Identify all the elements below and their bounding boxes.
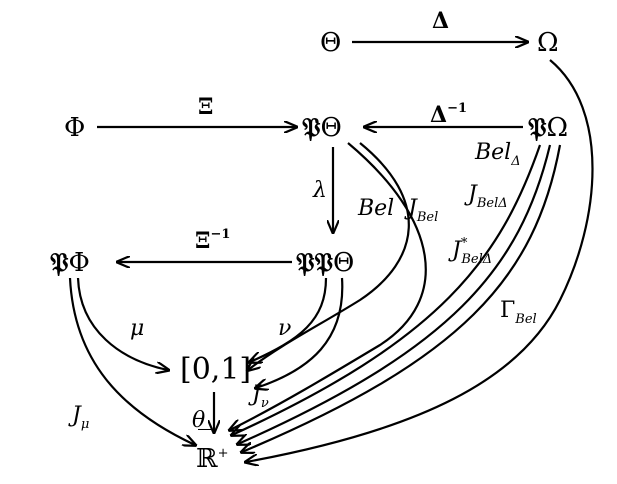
j-mu-base: J xyxy=(72,403,81,428)
node-unit-interval: [0,1] xyxy=(180,352,252,387)
power-omega-base: Ω xyxy=(546,113,569,143)
reals-plus: + xyxy=(217,446,229,461)
label-j-bel: JBel xyxy=(408,196,438,225)
label-bel: Bel xyxy=(358,196,395,221)
gamma-bel-sub: Bel xyxy=(515,312,537,327)
arrow-j-star-bel-delta xyxy=(242,144,562,452)
node-phi: Φ xyxy=(64,113,86,143)
label-lambda: λ xyxy=(313,178,327,203)
arrow-gamma-bel xyxy=(246,59,594,462)
reals-symbol: ℝ xyxy=(196,444,218,474)
j-bel-delta-sub: BelΔ xyxy=(476,196,508,211)
xi-inverse-exp: −1 xyxy=(210,227,231,242)
power-power-theta-base: Θ xyxy=(333,248,355,278)
delta-inverse-base: Δ xyxy=(430,102,448,128)
arrow-nu xyxy=(250,277,328,362)
j-bel-sub: Bel xyxy=(416,210,439,225)
bel-delta-sub: Δ xyxy=(511,154,521,169)
j-nu-sub: ν xyxy=(260,396,269,411)
node-power-phi: 𝔓Φ xyxy=(50,250,90,276)
label-delta: Δ xyxy=(432,8,450,34)
arrow-j-mu xyxy=(68,277,195,445)
node-power-omega: 𝔓Ω xyxy=(528,115,568,141)
j-star-sup: * xyxy=(460,236,468,251)
arrow-j-bel-delta xyxy=(238,144,552,444)
power-set-symbol: 𝔓 xyxy=(50,248,69,278)
power-power-set-symbol: 𝔓𝔓 xyxy=(296,248,334,278)
node-nonneg-reals: ‾ℝ+ xyxy=(196,428,229,474)
j-star-base: J xyxy=(452,238,461,263)
arrow-j-bel xyxy=(230,142,427,430)
label-delta-inverse: Δ−1 xyxy=(430,101,468,128)
label-xi: Ξ xyxy=(198,94,214,120)
node-power-power-theta: 𝔓𝔓Θ xyxy=(296,250,354,276)
xi-inverse-base: Ξ xyxy=(195,228,211,254)
reals-overbar: ‾ xyxy=(198,426,211,456)
delta-inverse-exp: −1 xyxy=(447,101,468,116)
bel-delta-base: Bel xyxy=(475,140,512,165)
label-j-star-bel-delta: J*BelΔ xyxy=(452,237,492,266)
node-omega: Ω xyxy=(537,28,559,58)
node-power-theta: 𝔓Θ xyxy=(302,115,342,141)
gamma-bel-base: Γ xyxy=(500,298,516,323)
arrow-mu xyxy=(76,277,168,370)
j-star-sub: BelΔ xyxy=(461,252,493,267)
arrow-j-nu xyxy=(256,277,344,388)
label-bel-delta: BelΔ xyxy=(475,140,521,169)
power-set-symbol: 𝔓 xyxy=(528,113,547,143)
arrow-bel-delta xyxy=(232,144,542,435)
j-bel-delta-base: J xyxy=(468,182,477,207)
power-set-symbol: 𝔓 xyxy=(302,113,321,143)
label-j-mu: Jμ xyxy=(72,403,89,432)
label-theta-map: θ xyxy=(192,408,206,433)
label-xi-inverse: Ξ−1 xyxy=(195,227,231,254)
power-theta-base: Θ xyxy=(320,113,342,143)
label-gamma-bel: ΓBel xyxy=(500,298,537,327)
j-mu-sub: μ xyxy=(80,417,90,432)
power-phi-base: Φ xyxy=(68,248,90,278)
node-theta: Θ xyxy=(320,28,342,58)
arrow-bel xyxy=(248,142,410,370)
label-mu: μ xyxy=(130,316,145,341)
j-nu-base: J xyxy=(252,382,261,407)
label-j-bel-delta: JBelΔ xyxy=(468,182,508,211)
label-j-nu: Jν xyxy=(252,382,269,411)
label-nu: ν xyxy=(278,316,292,341)
j-bel-base: J xyxy=(408,196,417,221)
